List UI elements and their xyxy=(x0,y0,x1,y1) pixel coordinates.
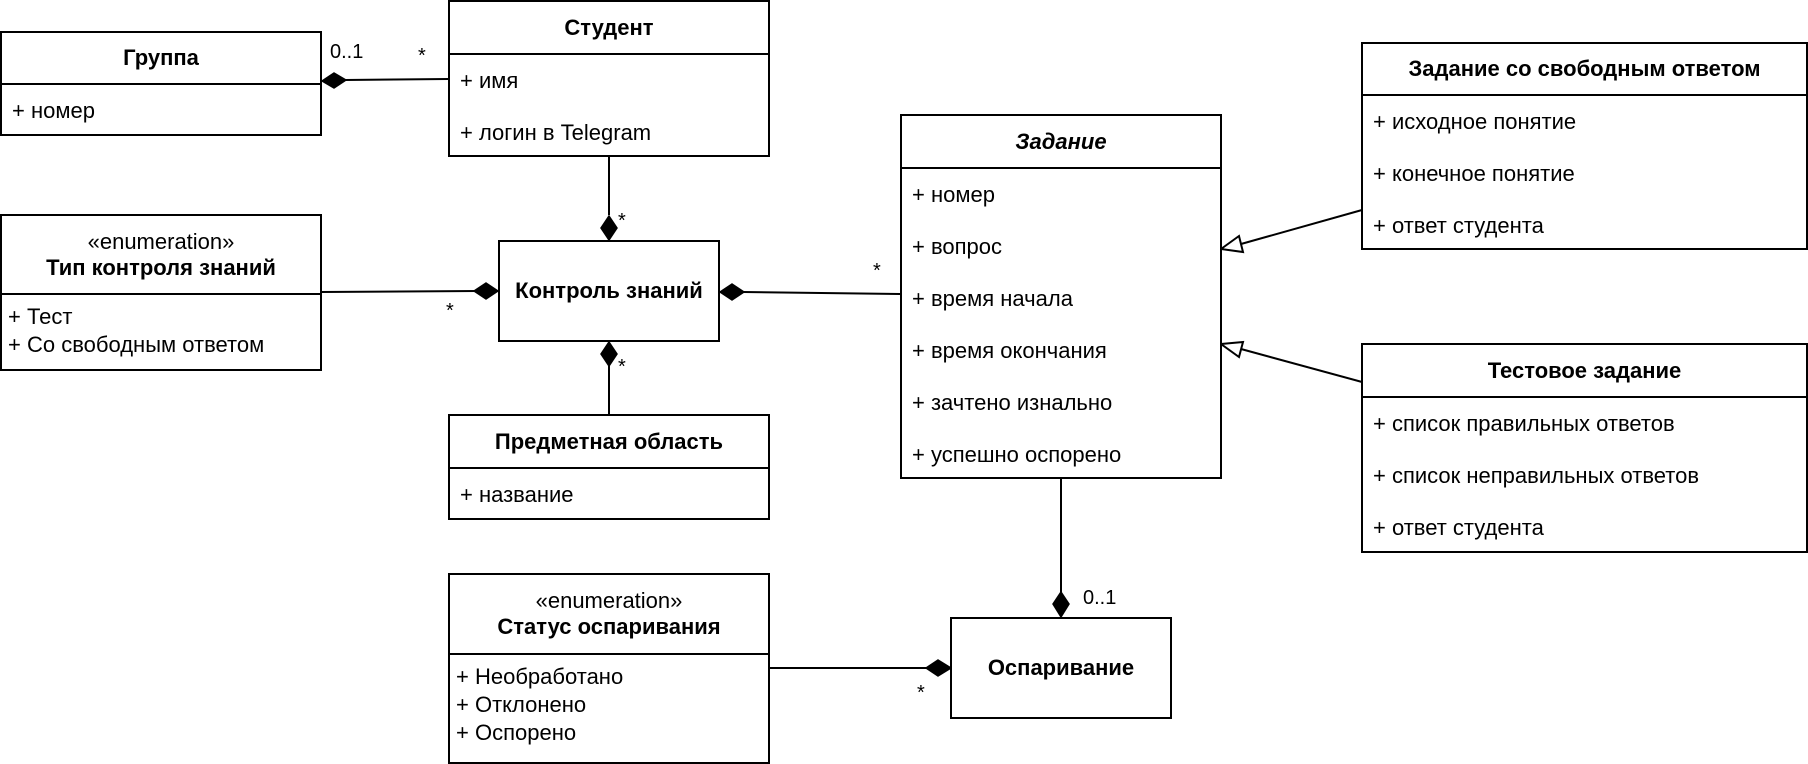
class-free-answer-task-name: Задание со свободным ответом xyxy=(1408,56,1761,81)
enum-dispute-status-name: Статус оспаривания xyxy=(497,614,721,639)
attribute: + вопрос xyxy=(912,234,1003,259)
attribute: + ответ студента xyxy=(1373,213,1544,238)
enum-control-type-literals: + Тест + Со свободным ответом xyxy=(2,295,320,359)
class-task-name: Задание xyxy=(1015,128,1107,154)
enum-dispute-status[interactable]: «enumeration» Статус оспаривания + Необр… xyxy=(448,573,770,764)
attribute: + ответ студента xyxy=(1373,515,1544,540)
class-test-task[interactable]: Тестовое задание + список правильных отв… xyxy=(1361,343,1808,553)
attribute: + успешно оспорено xyxy=(912,442,1122,467)
attribute: + имя xyxy=(460,68,519,93)
enum-control-type-header: «enumeration» Тип контроля знаний xyxy=(2,216,320,295)
attribute: + название xyxy=(460,482,574,507)
class-group-name: Группа xyxy=(123,45,199,70)
attribute: + время начала xyxy=(912,286,1073,311)
multiplicity-control-type-end: * xyxy=(446,300,454,322)
stereotype-label: «enumeration» xyxy=(535,588,683,613)
multiplicity-student-end: * xyxy=(418,45,426,67)
attribute: + список правильных ответов xyxy=(1373,411,1675,436)
multiplicity-task-dispute-end: 0..1 xyxy=(1083,587,1117,609)
class-group-header: Группа xyxy=(2,33,320,85)
enum-dispute-status-literals: + Необработано + Отклонено + Оспорено xyxy=(450,655,768,747)
class-free-answer-task[interactable]: Задание со свободным ответом + исходное … xyxy=(1361,42,1808,250)
multiplicity-control-task-end: * xyxy=(873,260,881,282)
class-group-attributes: + номер xyxy=(2,85,320,137)
composition-diamond-control-top xyxy=(600,214,618,242)
multiplicity-group-end: 0..1 xyxy=(330,41,364,63)
enum-control-type[interactable]: «enumeration» Тип контроля знаний + Тест… xyxy=(0,214,322,371)
composition-diamond-control-left xyxy=(472,282,500,300)
enum-literal: + Оспорено xyxy=(456,720,577,745)
class-subject-area-attributes: + название xyxy=(450,469,768,521)
multiplicity-control-subject-end: * xyxy=(618,356,626,378)
attribute: + логин в Telegram xyxy=(460,120,652,145)
class-test-task-name: Тестовое задание xyxy=(1487,357,1682,383)
attribute: + номер xyxy=(912,182,995,207)
class-test-task-header: Тестовое задание xyxy=(1363,345,1806,398)
attribute: + конечное понятие xyxy=(1373,161,1575,186)
free-task-generalization xyxy=(1240,209,1363,245)
attribute: + время окончания xyxy=(912,338,1107,363)
attribute: + зачтено изнально xyxy=(912,390,1113,415)
class-student-header: Студент xyxy=(450,2,768,55)
enum-control-type-name: Тип контроля знаний xyxy=(46,254,276,280)
class-free-answer-task-header: Задание со свободным ответом xyxy=(1363,44,1806,96)
multiplicity-dispute-status-end: * xyxy=(917,682,925,704)
class-student[interactable]: Студент + имя + логин в Telegram xyxy=(448,0,770,157)
enum-literal: + Тест xyxy=(8,304,73,329)
composition-diamond-group xyxy=(320,72,348,89)
stereotype-label: «enumeration» xyxy=(87,228,235,254)
class-dispute-name: Оспаривание xyxy=(987,655,1135,680)
class-subject-area[interactable]: Предметная область + название xyxy=(448,414,770,520)
class-task-attributes: + номер + вопрос + время начала + время … xyxy=(902,169,1220,481)
class-knowledge-control[interactable]: Контроль знаний xyxy=(498,240,720,342)
class-group[interactable]: Группа + номер xyxy=(0,31,322,136)
enum-literal: + Необработано xyxy=(456,664,624,689)
enum-literal: + Со свободным ответом xyxy=(8,332,265,357)
control-task-link xyxy=(742,291,901,295)
composition-diamond-dispute-left xyxy=(924,659,953,677)
class-task-header: Задание xyxy=(902,116,1220,169)
generalization-arrow-free xyxy=(1218,234,1245,254)
composition-diamond-control-right xyxy=(718,283,746,301)
generalization-arrow-test xyxy=(1218,340,1245,359)
class-student-name: Студент xyxy=(564,14,654,40)
attribute: + номер xyxy=(12,98,95,123)
composition-diamond-control-bottom xyxy=(600,340,618,368)
group-student-link xyxy=(344,78,449,81)
type-control-link xyxy=(320,290,479,293)
class-subject-area-header: Предметная область xyxy=(450,416,768,469)
attribute: + список неправильных ответов xyxy=(1373,463,1700,488)
multiplicity-control-student-end: * xyxy=(618,210,626,232)
class-dispute[interactable]: Оспаривание xyxy=(950,617,1172,719)
class-task[interactable]: Задание + номер + вопрос + время начала … xyxy=(900,114,1222,479)
enum-literal: + Отклонено xyxy=(456,692,587,717)
attribute: + исходное понятие xyxy=(1373,109,1577,134)
class-free-answer-task-attributes: + исходное понятие + конечное понятие + … xyxy=(1363,96,1806,252)
test-task-generalization xyxy=(1240,348,1363,383)
class-test-task-attributes: + список правильных ответов + список неп… xyxy=(1363,398,1806,554)
class-knowledge-control-name: Контроль знаний xyxy=(515,278,703,303)
enum-dispute-status-header: «enumeration» Статус оспаривания xyxy=(450,575,768,655)
class-student-attributes: + имя + логин в Telegram xyxy=(450,55,768,159)
composition-diamond-dispute-top xyxy=(1052,590,1070,619)
class-subject-area-name: Предметная область xyxy=(494,428,724,454)
